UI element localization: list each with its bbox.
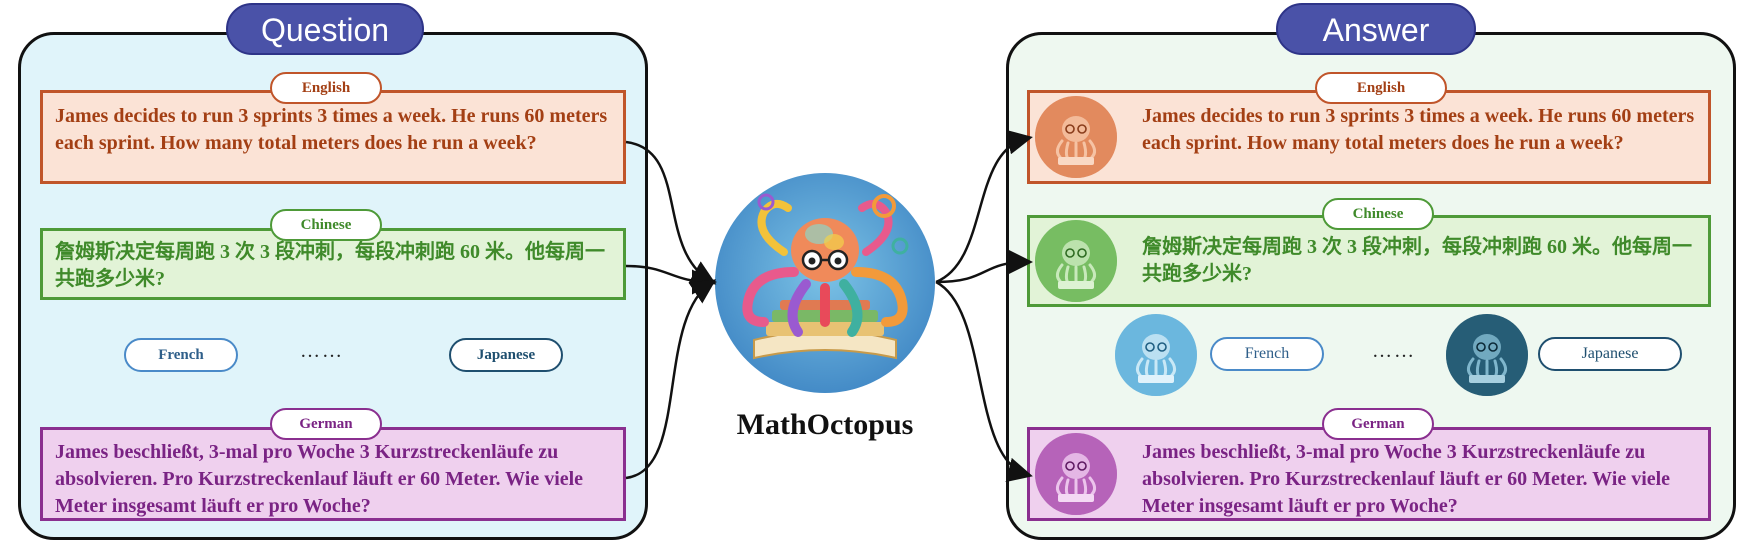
octopus-avatar-french-icon	[1115, 314, 1197, 396]
arrow-german-out	[935, 280, 1033, 483]
answer-german-text: James beschließt, 3-mal pro Woche 3 Kurz…	[1142, 441, 1671, 517]
mathoctopus-logo-icon	[715, 173, 935, 393]
answer-title: Answer	[1276, 3, 1476, 55]
answer-german-box: James beschließt, 3-mal pro Woche 3 Kurz…	[1027, 427, 1711, 521]
question-chinese-text: 詹姆斯决定每周跑 3 次 3 段冲刺，每段冲刺跑 60 米。他每周一共跑多少米?	[55, 241, 605, 290]
question-german-text: James beschließt, 3-mal pro Woche 3 Kurz…	[55, 441, 584, 517]
octopus-avatar-chinese-icon	[1035, 220, 1117, 302]
question-english-tag: English	[270, 72, 382, 104]
answer-german-tag: German	[1322, 408, 1434, 440]
question-english-box: James decides to run 3 sprints 3 times a…	[40, 90, 626, 184]
arrow-german-in	[625, 279, 717, 480]
question-german-tag: German	[270, 408, 382, 440]
question-chinese-tag: Chinese	[270, 209, 382, 241]
answer-chinese-text: 詹姆斯决定每周跑 3 次 3 段冲刺，每段冲刺跑 60 米。他每周一共跑多少米?	[1142, 236, 1692, 285]
answer-english-text: James decides to run 3 sprints 3 times a…	[1142, 105, 1695, 154]
answer-japanese-pill: Japanese	[1538, 337, 1682, 371]
question-english-text: James decides to run 3 sprints 3 times a…	[55, 105, 608, 154]
answer-chinese-tag: Chinese	[1322, 198, 1434, 230]
question-ellipsis: ……	[300, 340, 344, 362]
model-name: MathOctopus	[736, 408, 914, 441]
octopus-avatar-german-icon	[1035, 433, 1117, 515]
question-title: Question	[226, 3, 424, 55]
arrow-chinese-in	[625, 264, 717, 295]
answer-ellipsis: ……	[1372, 340, 1416, 362]
arrow-english-out	[935, 129, 1033, 284]
octopus-avatar-english-icon	[1035, 96, 1117, 178]
question-japanese-pill: Japanese	[449, 338, 563, 372]
question-french-pill: French	[124, 338, 238, 372]
octopus-avatar-japanese-icon	[1446, 314, 1528, 396]
question-german-box: James beschließt, 3-mal pro Woche 3 Kurz…	[40, 427, 626, 521]
answer-french-pill: French	[1210, 337, 1324, 371]
arrow-english-in	[625, 140, 717, 285]
answer-chinese-box: 詹姆斯决定每周跑 3 次 3 段冲刺，每段冲刺跑 60 米。他每周一共跑多少米?	[1027, 215, 1711, 307]
answer-english-tag: English	[1315, 72, 1447, 104]
arrow-chinese-out	[935, 249, 1033, 284]
